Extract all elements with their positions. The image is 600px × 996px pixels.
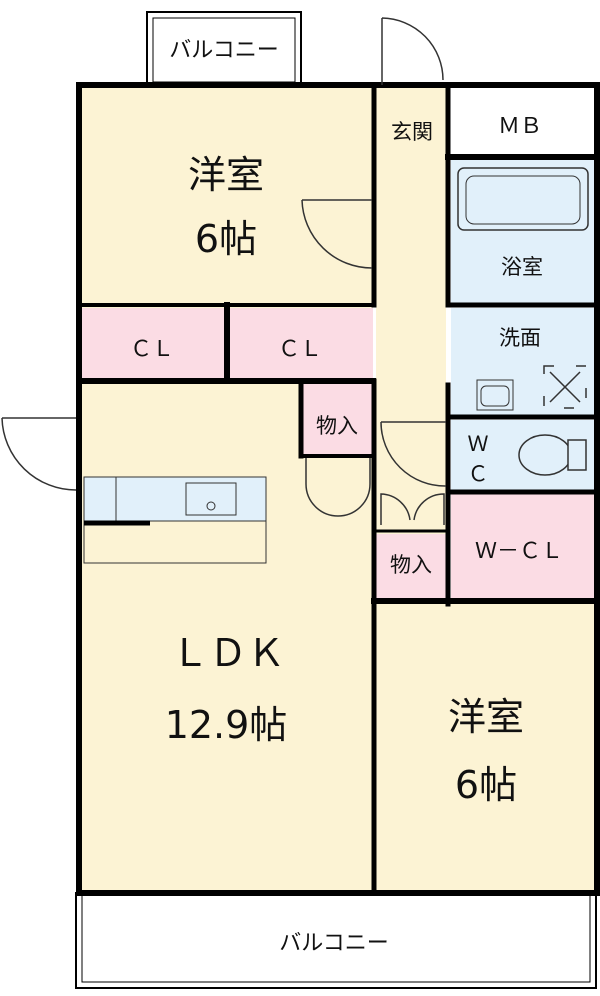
- storage-bottom-label: 物入: [390, 553, 432, 577]
- ldk-size: 12.9帖: [165, 703, 288, 747]
- bedroom-bottom-name: 洋室: [448, 695, 524, 739]
- kitchen-counter: [83, 476, 267, 564]
- wc-label-c: Ｃ: [468, 462, 489, 486]
- balcony-bottom-label: バルコニー: [279, 931, 389, 956]
- wc-label-w: Ｗ: [468, 432, 489, 456]
- entry-hall-area: [376, 88, 446, 598]
- closet-left-label: ＣＬ: [130, 337, 174, 362]
- bedroom-top-area: [82, 88, 373, 308]
- ldk-name: ＬＤＫ: [171, 631, 285, 675]
- mb-label: ＭＢ: [498, 114, 542, 139]
- bedroom-top-name: 洋室: [188, 153, 264, 197]
- balcony-top: バルコニー: [146, 11, 302, 87]
- bath-label: 浴室: [501, 255, 543, 279]
- toilet: [518, 434, 587, 476]
- storage-top-area: [303, 384, 373, 454]
- washroom-area: [451, 308, 596, 415]
- storage-bottom-area: [376, 534, 446, 598]
- entrance-label: 玄関: [391, 120, 433, 144]
- bedroom-bottom-area: [376, 604, 596, 890]
- mb-area: [451, 88, 596, 154]
- walls: [76, 82, 600, 896]
- washer-space: [543, 365, 587, 409]
- closet-right-area: [230, 308, 373, 378]
- storage-top-label: 物入: [316, 414, 358, 438]
- bedroom-top-size: 6帖: [195, 217, 257, 261]
- wcl-area: [451, 494, 596, 598]
- balcony-bottom: バルコニー: [75, 892, 597, 989]
- washbasin: [476, 379, 514, 411]
- closet-left-area: [82, 308, 224, 378]
- doors: [1, 17, 447, 525]
- balcony-top-label: バルコニー: [169, 38, 279, 63]
- room-labels: 洋室 6帖 ＣＬ ＣＬ 物入 ＬＤＫ 12.9帖 玄関 ＭＢ 浴室 洗面 Ｗ Ｃ…: [130, 114, 563, 807]
- closet-right-label: ＣＬ: [278, 337, 322, 362]
- bedroom-bottom-size: 6帖: [455, 763, 517, 807]
- bathtub: [457, 167, 589, 231]
- washroom-label: 洗面: [499, 326, 541, 350]
- wcl-label: Ｗ－ＣＬ: [475, 539, 563, 564]
- ldk-area: [82, 384, 373, 890]
